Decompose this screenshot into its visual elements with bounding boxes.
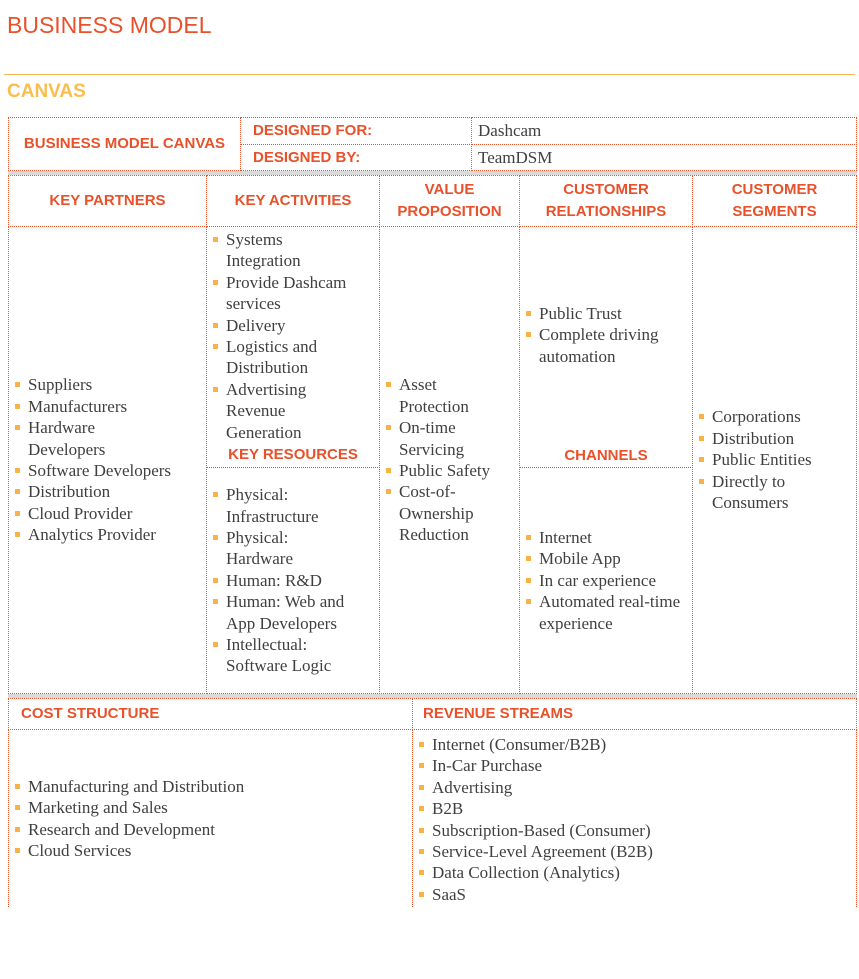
list-item: Analytics Provider <box>15 524 171 545</box>
list-item: Delivery <box>213 315 363 336</box>
key-resources-list: Physical: Infrastructure Physical: Hardw… <box>207 484 363 677</box>
list-item: Advertising <box>419 777 653 798</box>
list-item: Distribution <box>699 428 839 449</box>
designed-for-label: DESIGNED FOR: <box>240 117 472 145</box>
list-item: Manufacturing and Distribution <box>15 776 244 797</box>
list-item: Cost-of-Ownership Reduction <box>386 481 496 545</box>
list-item: Automated real-time experience <box>526 591 681 634</box>
list-item: Data Collection (Analytics) <box>419 862 653 883</box>
list-item: Hardware Developers <box>15 417 108 460</box>
list-item: Public Safety <box>386 460 496 481</box>
key-resources-cell: Physical: Infrastructure Physical: Hardw… <box>206 467 380 694</box>
key-activities-cell: Systems Integration Provide Dashcam serv… <box>206 226 380 468</box>
channels-header: CHANNELS <box>564 447 648 464</box>
key-partners-list: Suppliers Manufacturers Hardware Develop… <box>9 374 171 545</box>
list-item: Cloud Services <box>15 840 244 861</box>
customer-relationships-cell: Public Trust Complete driving automation… <box>519 226 693 468</box>
list-item: Internet <box>526 527 681 548</box>
list-item: Mobile App <box>526 548 681 569</box>
list-item: Public Entities <box>699 449 839 470</box>
designed-by-label: DESIGNED BY: <box>240 144 472 171</box>
list-item: Service-Level Agreement (B2B) <box>419 841 653 862</box>
list-item: Human: R&D <box>213 570 363 591</box>
page-subtitle: CANVAS <box>7 81 86 102</box>
value-proposition-header: VALUE PROPOSITION <box>379 175 520 227</box>
revenue-streams-cell: Internet (Consumer/B2B) In-Car Purchase … <box>412 729 857 919</box>
list-item: Provide Dashcam services <box>213 272 363 315</box>
key-activities-list: Systems Integration Provide Dashcam serv… <box>207 227 363 443</box>
value-proposition-list: Asset Protection On-time Servicing Publi… <box>380 374 496 545</box>
channels-list: Internet Mobile App In car experience Au… <box>520 527 681 634</box>
list-item: SaaS <box>419 884 653 905</box>
list-item: On-time Servicing <box>386 417 464 460</box>
key-activities-header: KEY ACTIVITIES <box>206 175 380 227</box>
list-item: Cloud Provider <box>15 503 171 524</box>
list-item: Physical: Infrastructure <box>213 484 336 527</box>
list-item: Advertising Revenue Generation <box>213 379 306 443</box>
customer-segments-cell: Corporations Distribution Public Entitie… <box>692 226 857 694</box>
list-item: Marketing and Sales <box>15 797 244 818</box>
customer-relationships-header: CUSTOMER RELATIONSHIPS <box>519 175 693 227</box>
revenue-streams-header: REVENUE STREAMS <box>412 698 857 730</box>
list-item: In-Car Purchase <box>419 755 653 776</box>
list-item: Subscription-Based (Consumer) <box>419 820 653 841</box>
list-item: Directly to Consumers <box>699 471 802 514</box>
list-item: B2B <box>419 798 653 819</box>
list-item: In car experience <box>526 570 681 591</box>
cost-structure-header: COST STRUCTURE <box>8 698 413 730</box>
key-resources-header: KEY RESOURCES <box>228 446 358 464</box>
canvas-label: BUSINESS MODEL CANVAS <box>8 117 241 171</box>
list-item: Software Developers <box>15 460 171 481</box>
channels-cell: Internet Mobile App In car experience Au… <box>519 467 693 694</box>
customer-segments-list: Corporations Distribution Public Entitie… <box>693 406 839 513</box>
divider <box>4 74 855 75</box>
list-item: Intellectual: Software Logic <box>213 634 363 677</box>
cost-structure-cell: Manufacturing and Distribution Marketing… <box>8 729 413 919</box>
designed-by-value: TeamDSM <box>471 144 857 171</box>
list-item: Suppliers <box>15 374 171 395</box>
revenue-streams-list: Internet (Consumer/B2B) In-Car Purchase … <box>413 734 653 905</box>
list-item: Distribution <box>15 481 171 502</box>
list-item: Asset Protection <box>386 374 469 417</box>
designed-for-value: Dashcam <box>471 117 857 145</box>
list-item: Corporations <box>699 406 839 427</box>
list-item: Public Trust <box>526 303 676 324</box>
cost-structure-list: Manufacturing and Distribution Marketing… <box>9 776 244 862</box>
list-item: Manufacturers <box>15 396 171 417</box>
list-item: Complete driving automation <box>526 324 676 367</box>
key-partners-cell: Suppliers Manufacturers Hardware Develop… <box>8 226 207 694</box>
customer-relationships-list: Public Trust Complete driving automation <box>520 303 676 367</box>
value-proposition-cell: Asset Protection On-time Servicing Publi… <box>379 226 520 694</box>
list-item: Physical: Hardware <box>213 527 306 570</box>
list-item: Internet (Consumer/B2B) <box>419 734 653 755</box>
separator <box>8 171 857 175</box>
list-item: Research and Development <box>15 819 244 840</box>
separator <box>8 694 857 698</box>
customer-segments-header: CUSTOMER SEGMENTS <box>692 175 857 227</box>
page-bottom-margin <box>0 908 859 979</box>
key-partners-header: KEY PARTNERS <box>8 175 207 227</box>
list-item: Systems Integration <box>213 229 301 272</box>
page-title: BUSINESS MODEL <box>7 12 212 38</box>
list-item: Human: Web and App Developers <box>213 591 363 634</box>
list-item: Logistics and Distribution <box>213 336 363 379</box>
